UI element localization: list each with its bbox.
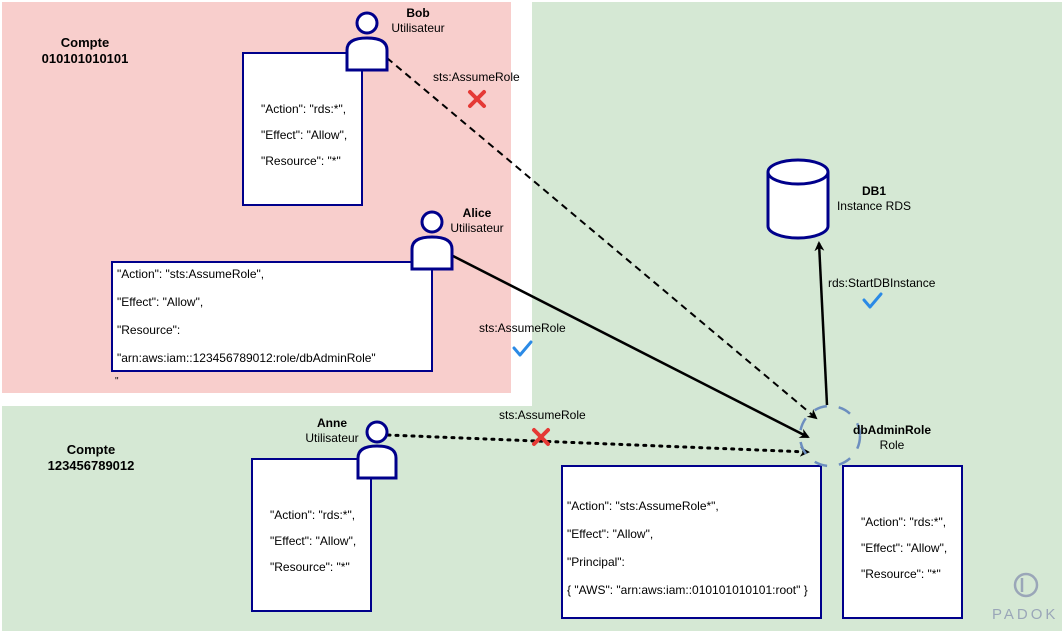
- policy-box-bob[interactable]: "Action": "rds:*", "Effect": "Allow", "R…: [242, 52, 363, 206]
- policy-line: "Action": "sts:AssumeRole",: [117, 267, 265, 281]
- edge-label-alice: sts:AssumeRole: [479, 321, 566, 335]
- role-label: dbAdminRole Role: [850, 423, 934, 453]
- role-name: dbAdminRole: [853, 423, 931, 437]
- user-name: Bob: [406, 6, 430, 20]
- policy-line: "Effect": "Allow",: [861, 541, 948, 555]
- account-title: Compte: [60, 35, 110, 50]
- deny-icon-bob: [468, 90, 486, 108]
- policy-line: "Effect": "Allow",: [261, 128, 348, 142]
- user-label-alice: Alice Utilisateur: [442, 206, 512, 236]
- policy-line: "arn:aws:iam::123456789012:role/dbAdminR…: [117, 351, 376, 365]
- user-icon-anne[interactable]: [356, 420, 398, 480]
- user-icon-alice[interactable]: [410, 210, 454, 271]
- edge-role-to-db[interactable]: [814, 241, 829, 406]
- edge-label-db: rds:StartDBInstance: [828, 276, 936, 290]
- role-node[interactable]: [798, 404, 862, 468]
- user-label-bob: Bob Utilisateur: [383, 6, 453, 36]
- edge-anne-to-role[interactable]: [386, 433, 810, 457]
- user-icon-bob[interactable]: [345, 11, 389, 72]
- db-label: DB1 Instance RDS: [834, 184, 914, 214]
- edge-bob-to-role[interactable]: [386, 57, 818, 420]
- policy-line: "Effect": "Allow",: [567, 527, 654, 541]
- account-label-a: Compte 010101010101: [20, 35, 150, 67]
- brand-name: PADOK: [992, 606, 1059, 623]
- user-role: Utilisateur: [305, 431, 359, 445]
- account-id: 010101010101: [41, 51, 129, 66]
- user-role: Utilisateur: [450, 221, 504, 235]
- policy-line: "Resource": "*": [861, 567, 941, 581]
- user-role: Utilisateur: [391, 21, 445, 35]
- allow-icon-db: [862, 292, 883, 309]
- policy-line: "Action": "sts:AssumeRole*",: [567, 499, 719, 513]
- policy-box-alice[interactable]: "Action": "sts:AssumeRole", "Effect": "A…: [111, 261, 433, 372]
- user-name: Anne: [317, 416, 347, 430]
- policy-line: "Effect": "Allow",: [117, 295, 204, 309]
- user-label-anne: Anne Utilisateur: [297, 416, 367, 446]
- edge-alice-to-role[interactable]: [452, 254, 810, 439]
- edge-label-bob: sts:AssumeRole: [433, 70, 520, 84]
- db-type: Instance RDS: [836, 199, 912, 213]
- policy-line: "Action": "rds:*",: [261, 102, 347, 116]
- account-title: Compte: [66, 442, 116, 457]
- policy-box-anne[interactable]: "Action": "rds:*", "Effect": "Allow", "R…: [251, 458, 372, 612]
- account-label-b: Compte 123456789012: [26, 442, 156, 474]
- stray-mark: ": [115, 376, 119, 387]
- account-id: 123456789012: [47, 458, 135, 473]
- deny-icon-anne: [532, 428, 550, 446]
- policy-line: "Principal":: [567, 555, 625, 569]
- policy-line: "Action": "rds:*",: [270, 508, 356, 522]
- policy-box-trust[interactable]: "Action": "sts:AssumeRole*", "Effect": "…: [561, 465, 822, 619]
- user-name: Alice: [462, 206, 492, 220]
- padok-logo-icon: [1013, 572, 1039, 598]
- policy-line: { "AWS": "arn:aws:iam::010101010101:root…: [567, 583, 808, 597]
- policy-line: "Resource":: [117, 323, 181, 337]
- edge-label-anne: sts:AssumeRole: [499, 408, 586, 422]
- policy-line: "Action": "rds:*",: [861, 515, 947, 529]
- allow-icon-alice: [512, 340, 533, 357]
- role-type: Role: [879, 438, 905, 452]
- db-name: DB1: [861, 184, 886, 198]
- policy-line: "Resource": "*": [270, 560, 350, 574]
- database-icon[interactable]: [766, 158, 830, 240]
- policy-line: "Resource": "*": [261, 154, 341, 168]
- policy-box-role[interactable]: "Action": "rds:*", "Effect": "Allow", "R…: [842, 465, 963, 619]
- policy-line: "Effect": "Allow",: [270, 534, 357, 548]
